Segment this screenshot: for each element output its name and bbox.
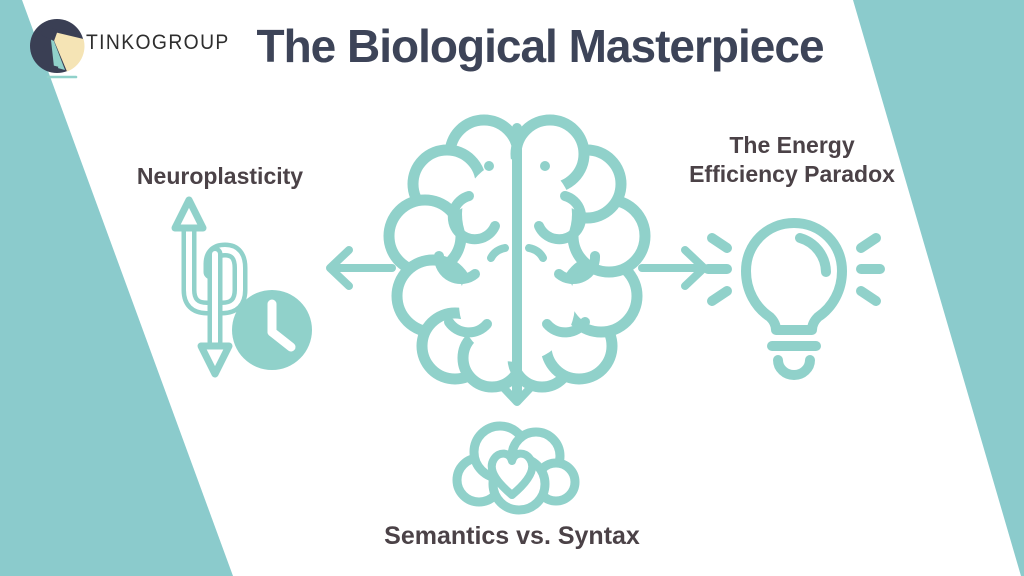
brain-midline-arrow-down xyxy=(487,123,547,406)
clock-icon xyxy=(232,290,312,370)
label-energy-efficiency-paradox: The Energy Efficiency Paradox xyxy=(672,131,912,189)
brand-name: TINKOGROUP xyxy=(86,31,230,54)
arrow-right-icon xyxy=(638,246,708,290)
bulb-rays xyxy=(703,233,885,306)
page-title: The Biological Masterpiece xyxy=(256,20,824,72)
label-line-1: The Energy xyxy=(729,132,855,158)
right-diagonal-shape xyxy=(853,0,1024,576)
brain-icon xyxy=(326,114,708,406)
down-arrow xyxy=(197,246,233,378)
label-neuroplasticity: Neuroplasticity xyxy=(136,163,304,189)
brain-folds xyxy=(434,161,600,338)
lamp-base xyxy=(41,62,59,70)
heart-icon xyxy=(487,449,537,499)
arrow-left-icon xyxy=(326,246,396,290)
lightbulb-icon xyxy=(703,218,885,380)
label-line-2: Efficiency Paradox xyxy=(689,161,895,187)
desk-lamp-logo xyxy=(30,19,85,79)
label-semantics-vs-syntax: Semantics vs. Syntax xyxy=(384,522,640,550)
lamp-light-beam xyxy=(50,31,85,72)
brain-outline xyxy=(383,114,651,393)
lamp-head xyxy=(41,26,58,41)
lamp-arm xyxy=(42,31,54,65)
bulb-cap xyxy=(773,355,815,380)
bulb-highlight xyxy=(795,233,831,277)
adaptability-arrows-clock-icon xyxy=(171,196,312,378)
cloud-heart-icon xyxy=(452,421,580,515)
left-diagonal-shape xyxy=(0,0,233,576)
